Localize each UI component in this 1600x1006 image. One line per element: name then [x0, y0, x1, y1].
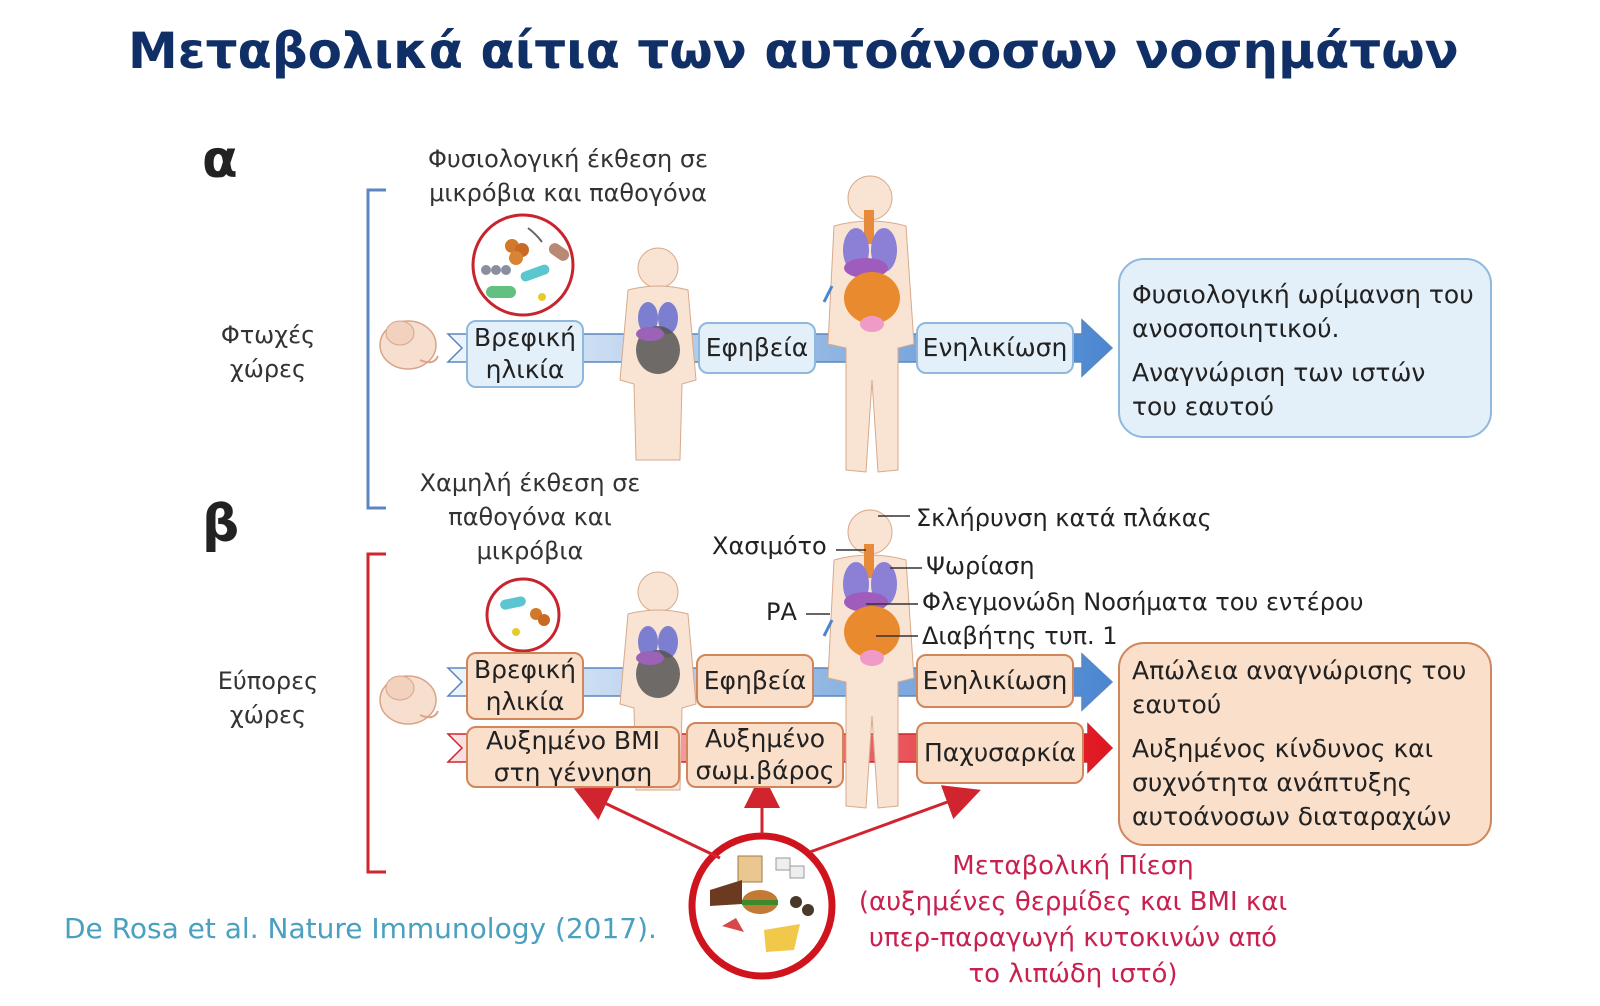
group-line: Φτωχές [220, 321, 316, 349]
metabolic-line: (αυξημένες θερμίδες και BMI και [858, 887, 1288, 917]
fetus-illustration-a [379, 320, 439, 370]
stage-increased-weight: Αυξημένο σωμ.βάρος [686, 722, 844, 788]
stage-line: σωμ.βάρος [695, 756, 835, 785]
fetus-illustration-b [379, 675, 439, 725]
outcome-text: Απώλεια αναγνώρισης του εαυτού [1132, 656, 1467, 719]
exposure-line: μικρόβια και παθογόνα [429, 179, 707, 207]
exposure-line: παθογόνα και [448, 503, 612, 531]
stage-obesity: Παχυσαρκία [916, 722, 1084, 784]
group-line: χώρες [229, 701, 307, 729]
exposure-line: Χαμηλή έκθεση σε [419, 469, 641, 497]
metabolic-line: υπερ-παραγωγή κυτοκινών από [868, 923, 1278, 953]
group-label-a: Φτωχές χώρες [206, 318, 330, 386]
bracket-a [366, 188, 386, 510]
stage-adolescence-a: Εφηβεία [698, 322, 816, 374]
disease-ibd: Φλεγμονώδη Νοσήματα του εντέρου [922, 588, 1364, 616]
bracket-b [366, 552, 386, 874]
stage-bmi-birth: Αυξημένο BMI στη γέννηση [466, 726, 680, 788]
child-body-a [619, 247, 697, 461]
metabolic-line: το λιπώδη ιστό) [968, 959, 1178, 989]
group-line: Εύπορες [217, 667, 319, 695]
exposure-label-a: Φυσιολογική έκθεση σε μικρόβια και παθογ… [408, 142, 728, 210]
stage-line: στη γέννηση [493, 758, 653, 787]
stage-line: ηλικία [485, 355, 565, 384]
panel-letter-a: α [202, 130, 238, 190]
adult-body-b [822, 509, 915, 809]
citation: De Rosa et al. Nature Immunology (2017). [64, 912, 657, 945]
stage-line: ηλικία [485, 687, 565, 716]
exposure-line: μικρόβια [476, 537, 584, 565]
group-label-b: Εύπορες χώρες [200, 664, 336, 732]
exposure-line: Φυσιολογική έκθεση σε [428, 145, 708, 173]
disease-hashimoto: Χασιμότο [712, 532, 827, 560]
outcome-box-b: Απώλεια αναγνώρισης του εαυτού Αυξημένος… [1118, 642, 1492, 846]
outcome-box-a: Φυσιολογική ωρίμανση του ανοσοποιητικού.… [1118, 258, 1492, 438]
outcome-text: Φυσιολογική ωρίμανση του ανοσοποιητικού. [1132, 280, 1474, 343]
panel-letter-b: β [202, 494, 240, 554]
metabolic-pressure-label: Μεταβολική Πίεση (αυξημένες θερμίδες και… [858, 848, 1288, 992]
stage-infancy-a: Βρεφική ηλικία [466, 320, 584, 388]
disease-t1d: Διαβήτης τυπ. 1 [922, 622, 1118, 650]
outcome-text: Αυξημένος κίνδυνος και συχνότητα ανάπτυξ… [1132, 734, 1452, 831]
stage-line: Αυξημένο [704, 724, 826, 753]
stage-line: Αυξημένο BMI [485, 726, 661, 755]
stage-adolescence-b: Εφηβεία [696, 654, 814, 708]
stage-adulthood-b: Ενηλικίωση [916, 654, 1074, 708]
food-illustration [688, 832, 836, 980]
stage-infancy-b: Βρεφική ηλικία [466, 652, 584, 720]
adult-body-a [822, 175, 915, 473]
disease-ra: ΡΑ [766, 598, 797, 626]
stage-line: Βρεφική [473, 655, 577, 684]
outcome-text: Αναγνώριση των ιστών του εαυτού [1132, 358, 1426, 421]
exposure-label-b: Χαμηλή έκθεση σε παθογόνα και μικρόβια [390, 466, 670, 568]
stage-adulthood-a: Ενηλικίωση [916, 322, 1074, 374]
microbes-illustration-a [471, 213, 575, 317]
metabolic-line: Μεταβολική Πίεση [952, 851, 1194, 881]
disease-psoriasis: Ψωρίαση [926, 552, 1035, 580]
page-title: Μεταβολικά αίτια των αυτοάνοσων νοσημάτω… [128, 22, 1459, 80]
disease-ms: Σκλήρυνση κατά πλάκας [916, 504, 1212, 532]
stage-line: Βρεφική [473, 323, 577, 352]
group-line: χώρες [229, 355, 307, 383]
microbes-illustration-b [485, 577, 561, 653]
